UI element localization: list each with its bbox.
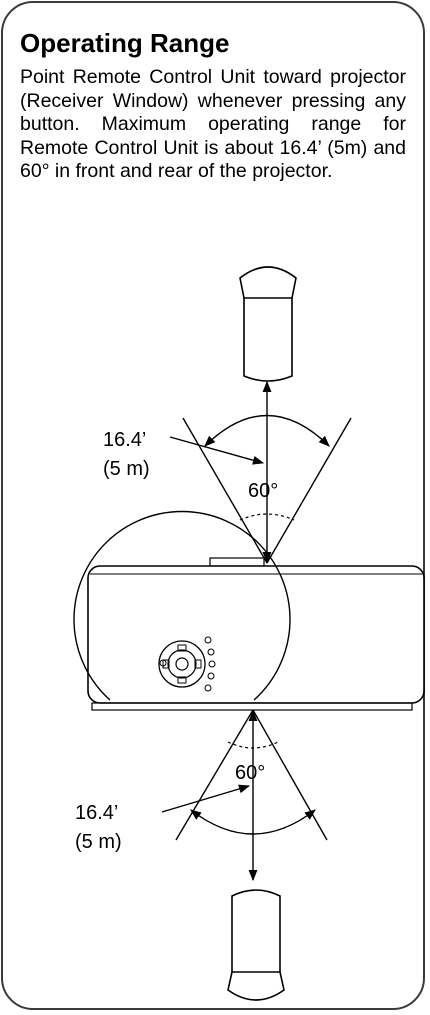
front-angle-label: 60° (248, 480, 278, 502)
instruction-text: Point Remote Control Unit toward project… (20, 66, 406, 182)
front-distance-feet: 16.4’ (103, 429, 146, 451)
remote-control-icon (227, 889, 285, 1001)
rear-distance-meters: (5 m) (75, 831, 122, 853)
arrow-icon (169, 436, 265, 465)
angle-arc-icon (204, 414, 330, 447)
angle-arc-icon (190, 809, 316, 835)
front-distance-meters: (5 m) (103, 458, 150, 480)
angle-arc-icon (239, 513, 295, 521)
remote-control-icon (239, 266, 297, 382)
rear-angle-label: 60° (235, 762, 265, 784)
rear-distance-feet: 16.4’ (75, 802, 118, 824)
page-title: Operating Range (20, 28, 230, 58)
angle-arc-icon (227, 741, 279, 749)
arrow-icon (161, 784, 251, 813)
projector-icon (73, 510, 425, 711)
